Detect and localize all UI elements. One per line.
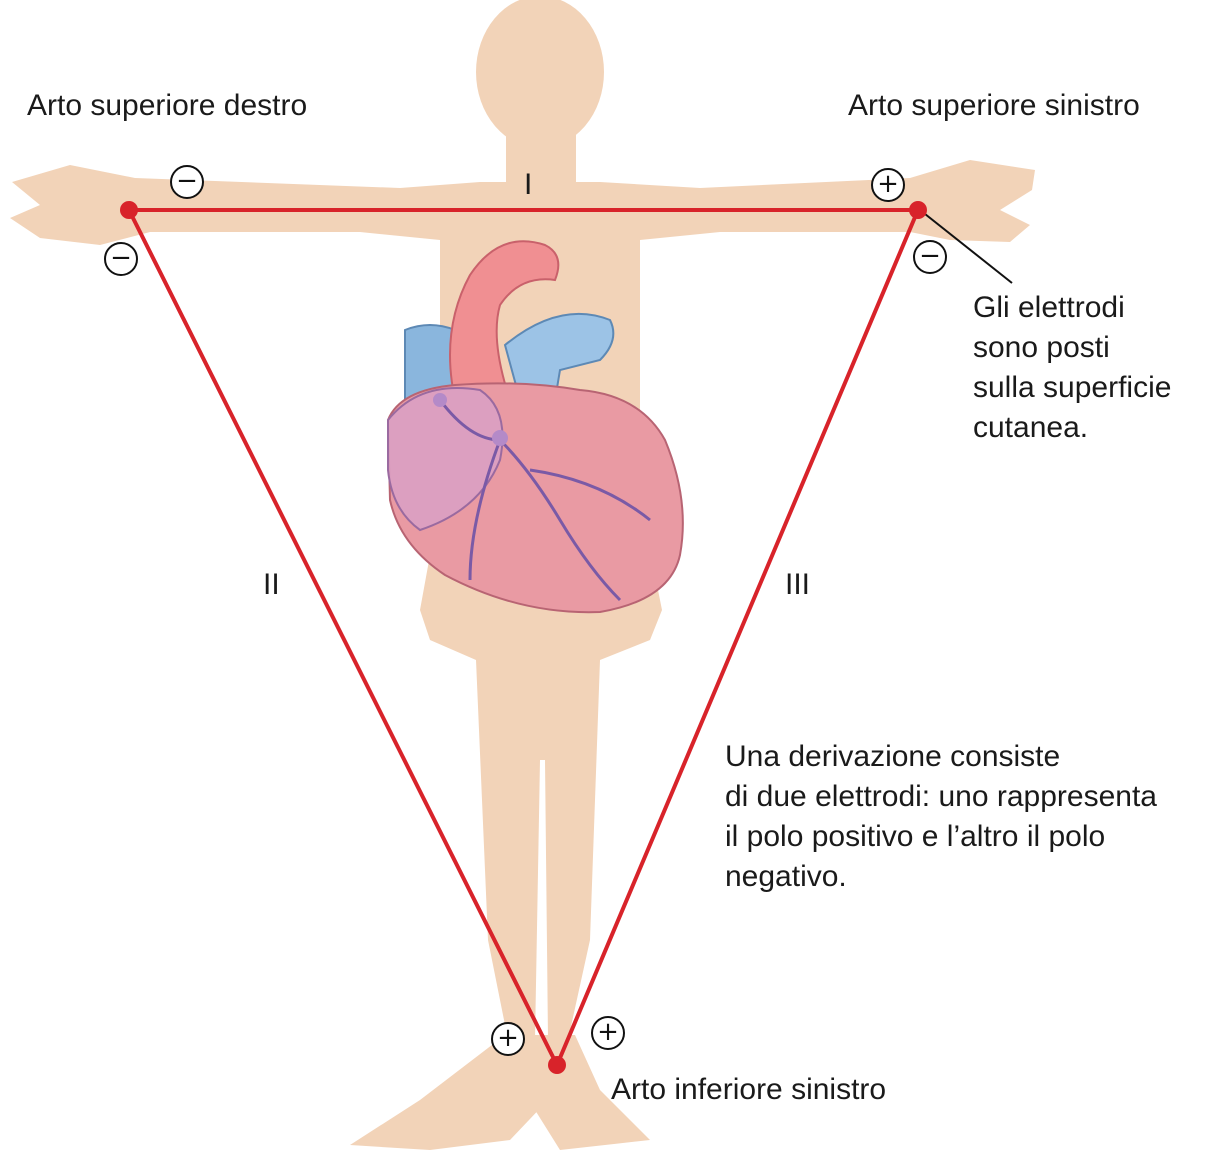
lead-definition-note: Una derivazione consiste di due elettrod… <box>725 737 1157 897</box>
negative-pole-icon: − <box>913 240 947 274</box>
atrioventricular-node <box>492 430 508 446</box>
head-shape <box>476 0 604 148</box>
left-arm-label: Arto superiore sinistro <box>848 86 1140 126</box>
left-leg-label: Arto inferiore sinistro <box>611 1070 886 1110</box>
lead-note-line: negativo. <box>725 857 1157 897</box>
sinoatrial-node <box>433 393 447 407</box>
electrode-right-arm <box>120 201 138 219</box>
right-arm-label: Arto superiore destro <box>27 86 307 126</box>
electrode-note-line: cutanea. <box>973 408 1171 448</box>
positive-pole-icon: + <box>491 1022 525 1056</box>
lead-III-label: III <box>785 568 810 602</box>
electrode-note-line: sono posti <box>973 328 1171 368</box>
lead-note-line: il polo positivo e l’altro il polo <box>725 817 1157 857</box>
neck-shape <box>506 135 576 183</box>
electrode-note: Gli elettrodi sono posti sulla superfici… <box>973 288 1171 448</box>
lead-note-line: Una derivazione consiste <box>725 737 1157 777</box>
positive-pole-icon: + <box>591 1016 625 1050</box>
lead-I-label: I <box>524 168 532 202</box>
electrode-note-line: sulla superficie <box>973 368 1171 408</box>
electrode-left-leg <box>548 1056 566 1074</box>
negative-pole-icon: − <box>170 165 204 199</box>
lead-II-label: II <box>263 568 280 602</box>
negative-pole-icon: − <box>104 242 138 276</box>
electrode-note-line: Gli elettrodi <box>973 288 1171 328</box>
electrode-left-arm <box>909 201 927 219</box>
positive-pole-icon: + <box>871 168 905 202</box>
lead-note-line: di due elettrodi: uno rappresenta <box>725 777 1157 817</box>
